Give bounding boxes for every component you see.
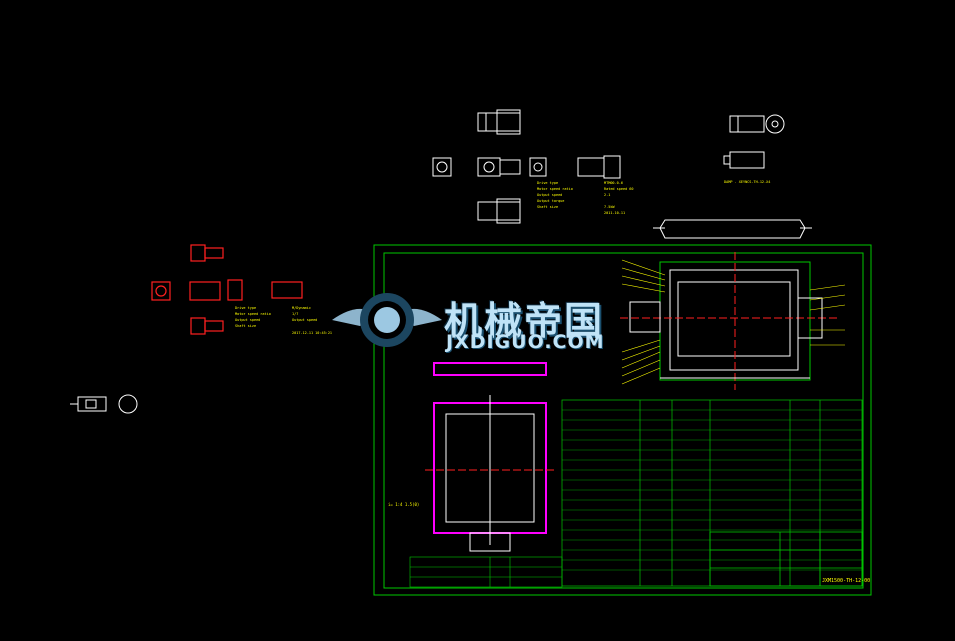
watermark-cn: 机械帝国 — [444, 299, 605, 343]
balloon-leaders — [621, 259, 846, 385]
svg-text:Output speed: Output speed — [292, 318, 317, 322]
svg-text:Rated speed 60: Rated speed 60 — [604, 187, 634, 191]
watermark-en: JXDIGUO.COM — [446, 331, 605, 353]
svg-text:Motor speed ratio: Motor speed ratio — [235, 312, 271, 316]
svg-text:2.1: 2.1 — [604, 193, 610, 197]
gearmotor-views-top — [432, 109, 621, 224]
watermark-logo-icon — [332, 293, 442, 347]
svg-text:Drive type: Drive type — [537, 181, 558, 185]
svg-text:Motor speed ratio: Motor speed ratio — [537, 187, 573, 191]
svg-text:1/7: 1/7 — [292, 312, 298, 316]
svg-text:Drive type: Drive type — [235, 306, 256, 310]
lower-parts-table — [409, 556, 563, 588]
motor-small-left — [70, 394, 138, 414]
red-motor-date-note: 2017-12-11 10:45:21 — [292, 331, 332, 335]
svg-text:MTM00-0-6: MTM00-0-6 — [604, 181, 623, 185]
title-block — [709, 531, 863, 587]
svg-text:DAMP - XEYNCS-TH-12-X4: DAMP - XEYNCS-TH-12-X4 — [724, 180, 770, 184]
main-roller-front-view — [620, 252, 840, 390]
svg-text:M/Dynamic: M/Dynamic — [292, 306, 311, 310]
roller-assembly-top — [653, 219, 812, 239]
svg-text:Output speed: Output speed — [537, 193, 562, 197]
svg-text:2011-10-11: 2011-10-11 — [604, 211, 625, 215]
drawing-number: JXM1500-TH-12-00 — [822, 578, 870, 584]
red-motor-views — [151, 244, 303, 335]
magenta-side-view — [425, 362, 555, 552]
svg-text:Output speed: Output speed — [235, 318, 260, 322]
svg-text:7.5kW: 7.5kW — [604, 205, 615, 209]
svg-text:Shaft size: Shaft size — [537, 205, 558, 209]
side-ratio-note: i= 1:4 1.5(0) — [388, 502, 419, 507]
svg-text:Shaft size: Shaft size — [235, 324, 256, 328]
svg-text:Output torque: Output torque — [537, 199, 564, 203]
drawing-frame — [373, 244, 872, 596]
motor-views-top-right: DAMP - XEYNCS-TH-12-X4 — [723, 114, 785, 184]
